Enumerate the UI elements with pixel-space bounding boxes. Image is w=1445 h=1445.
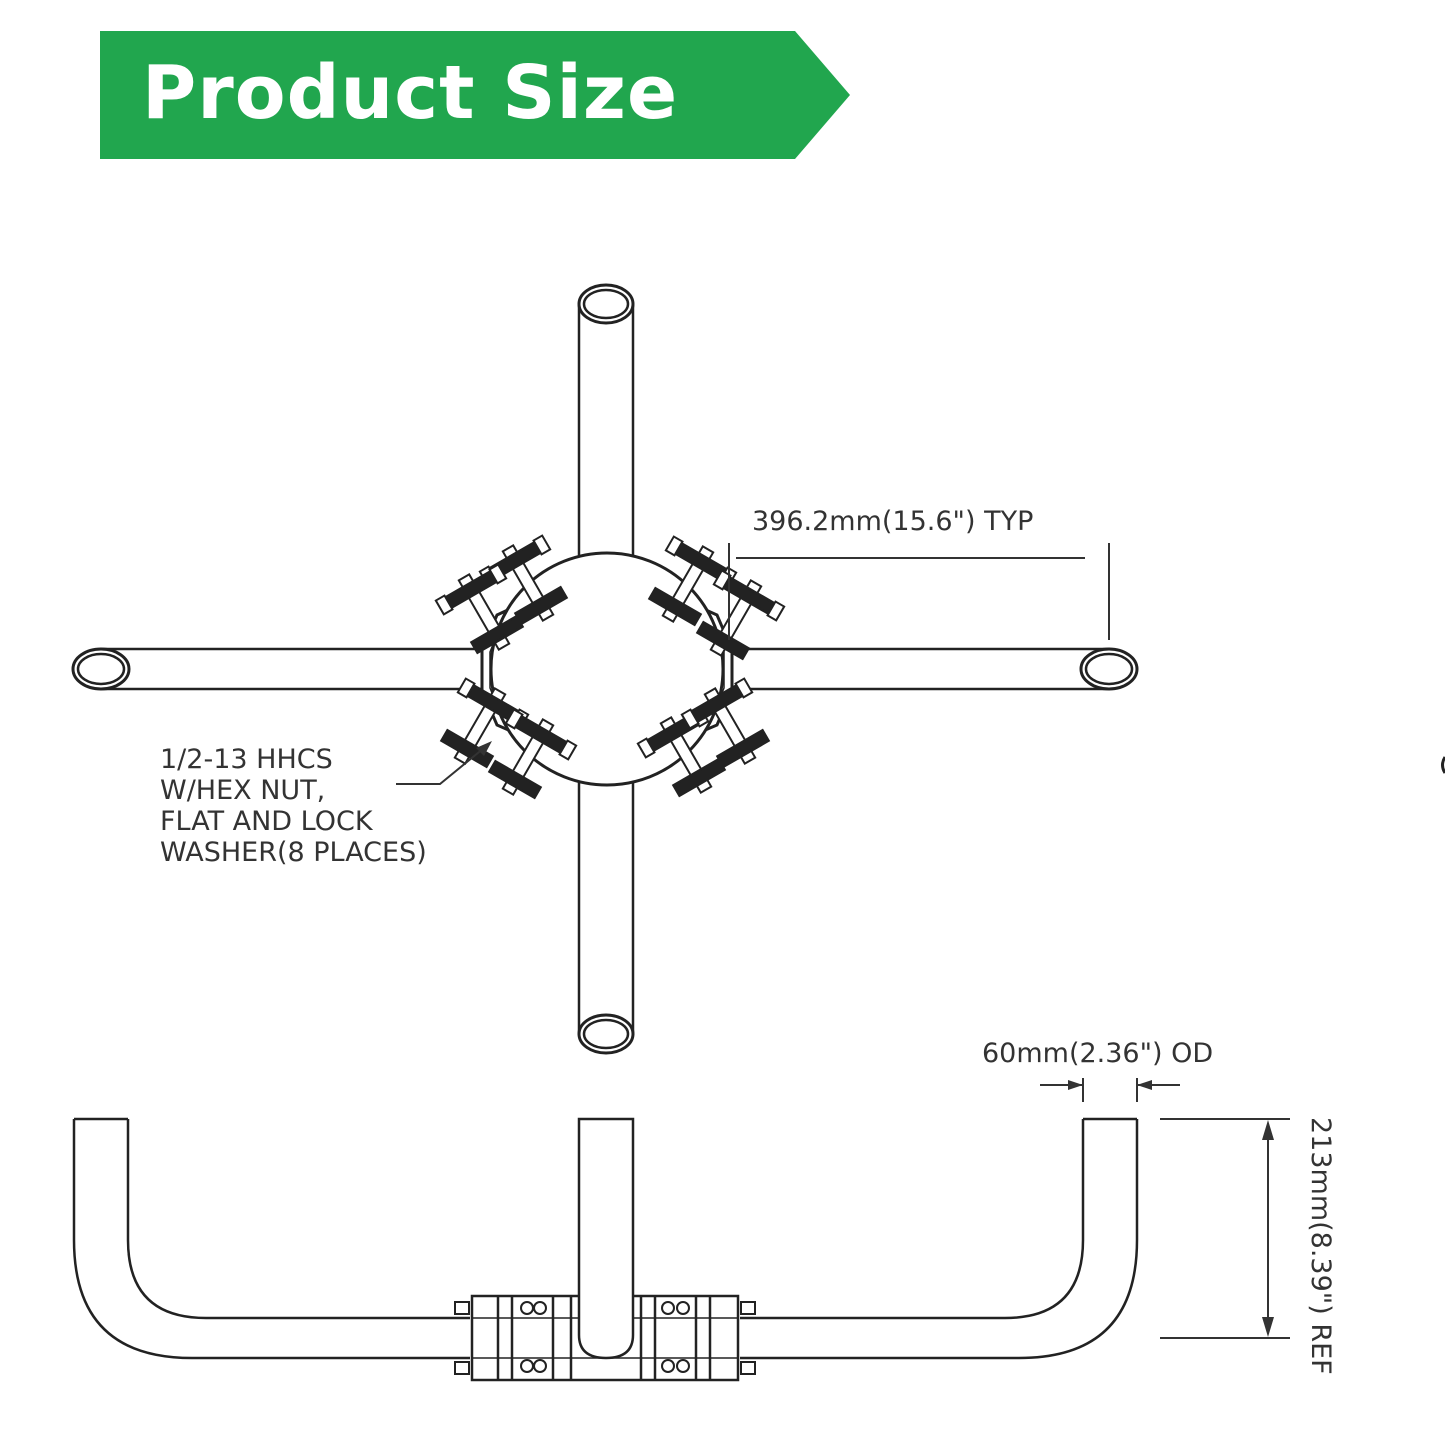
pipe-arm-right [728,647,1139,691]
u-arm-right [740,1117,1139,1360]
pipe-arm-bottom [577,752,635,1055]
title-banner: Product Size [0,0,1445,200]
u-arm-left [72,1117,470,1360]
arm-length-dimension [728,543,1110,640]
bolt-note-line-1: 1/2-13 HHCS [160,744,333,775]
leader-arrowhead [476,741,492,756]
page-title: Product Size [142,50,679,136]
side-view [72,1117,1139,1382]
edge-mark [1441,756,1445,774]
bolt-note-line-3: FLAT AND LOCK [160,806,374,837]
pipe-arm-left [71,647,487,691]
bolt-note: 1/2-13 HHCS W/HEX NUT, FLAT AND LOCK WAS… [160,744,427,868]
center-post [577,1117,635,1360]
bolt-note-line-4: WASHER(8 PLACES) [160,837,427,868]
bolt-callout-leader [396,747,485,785]
height-label: 213mm(8.39") REF [1305,1117,1336,1375]
banner-arrow-shape [100,31,850,159]
arm-length-label: 396.2mm(15.6") TYP [752,506,1033,537]
height-dimension [1160,1118,1290,1339]
od-label: 60mm(2.36") OD [982,1038,1213,1069]
od-dimension [1040,1078,1180,1102]
top-view [71,283,1139,1055]
bolt-note-line-2: W/HEX NUT, [160,775,325,806]
pipe-arm-top [577,283,635,585]
